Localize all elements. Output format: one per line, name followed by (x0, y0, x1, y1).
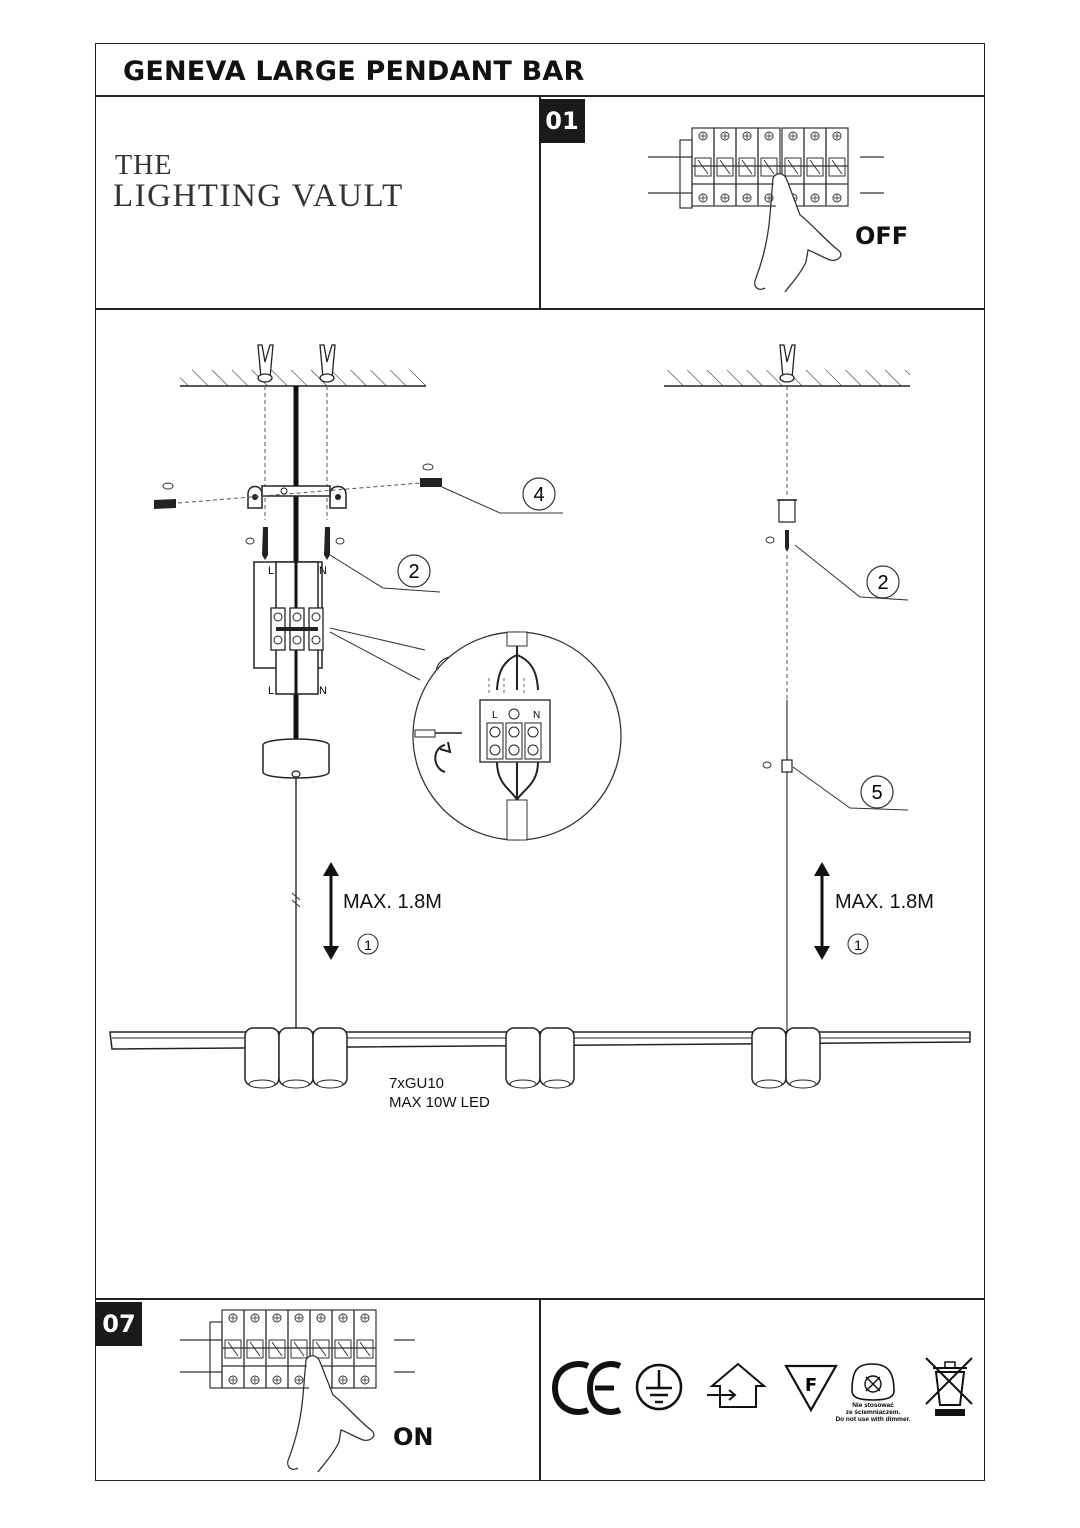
terminal-label-n-top: N (319, 565, 327, 577)
f-mark-text: F (805, 1375, 817, 1396)
svg-text:2: 2 (408, 561, 419, 583)
right-height-arrow (814, 862, 830, 960)
breaker-panel-off (648, 127, 884, 293)
switch-on-label: ON (393, 1423, 434, 1451)
detail-label-n: N (533, 710, 540, 721)
mounting-bracket (247, 485, 347, 509)
spotlight-group-left (244, 1027, 348, 1089)
terminal-label-l-top: L (268, 565, 274, 577)
page-title: GENEVA LARGE PENDANT BAR (123, 56, 585, 87)
terminal-label-l-bottom: L (268, 685, 274, 697)
bottom-row-column-divider (539, 1298, 541, 1481)
no-dimmer-text-pl-2: ze ściemniaczem. (846, 1409, 901, 1416)
svg-text:1: 1 (854, 937, 862, 953)
no-dimmer-text-pl-1: Nie stosować (852, 1402, 894, 1409)
terminal-box: L N L N (253, 561, 327, 697)
earth-ground-icon (635, 1363, 683, 1411)
no-dimmer-text-en: Do not use with dimmer. (835, 1416, 910, 1423)
lamp-spec-line-2: MAX 10W LED (389, 1094, 490, 1111)
brand-line-2: LIGHTING VAULT (113, 178, 404, 214)
terminal-detail-magnified: L N (412, 631, 622, 841)
brand-line-1: THE (115, 150, 173, 181)
ceiling-canopy (262, 738, 330, 779)
wall-plug-left-2 (319, 344, 336, 383)
switch-off-label: OFF (855, 222, 909, 250)
right-step-1-marker: 1 (847, 933, 869, 955)
spotlight-group-middle (505, 1027, 575, 1089)
weee-bin-icon (925, 1357, 973, 1416)
callout-2-left: 2 (397, 554, 431, 588)
ce-mark-icon: CE (0, 0, 622, 1415)
ce-mark-text: CE (0, 0, 2, 1)
svg-text:4: 4 (533, 484, 544, 506)
top-row-column-divider (539, 95, 541, 309)
svg-text:2: 2 (877, 572, 888, 594)
terminal-label-n-bottom: N (319, 685, 327, 697)
f-mark-icon: F (784, 1364, 838, 1413)
callout-4: 4 (522, 477, 556, 511)
no-dimmer-icon: Nie stosować ze ściemniaczem. Do not use… (835, 1363, 911, 1423)
right-max-height-label: MAX. 1.8M (835, 891, 934, 913)
step-badge-end: 07 (96, 1302, 142, 1346)
left-max-height-label: MAX. 1.8M (343, 891, 442, 913)
lamp-spec-line-1: 7xGU10 (389, 1075, 445, 1092)
indoor-use-icon (707, 1362, 767, 1408)
detail-label-l: L (492, 710, 498, 721)
svg-text:1: 1 (364, 937, 372, 953)
wall-plug-right (779, 344, 796, 383)
wall-plug-left-1 (257, 344, 274, 383)
right-anchor-cap (777, 499, 797, 523)
callout-5: 5 (860, 775, 894, 809)
left-step-1-marker: 1 (357, 933, 379, 955)
breaker-panel-on (180, 1309, 415, 1473)
svg-text:5: 5 (871, 782, 882, 804)
callout-2-right: 2 (866, 565, 900, 599)
left-height-arrow (323, 862, 339, 960)
spotlight-group-right (751, 1027, 821, 1089)
step-badge-start: 01 (539, 99, 585, 143)
